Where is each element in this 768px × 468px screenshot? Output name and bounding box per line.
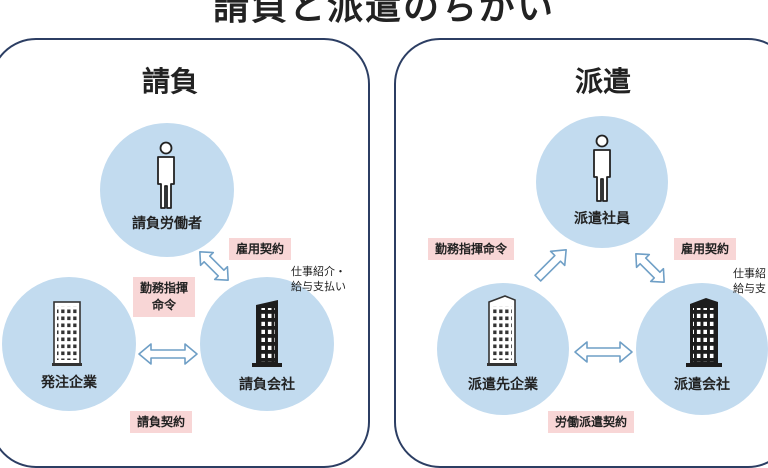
double-arrow-icon bbox=[574, 341, 633, 363]
orderer-company-label: 発注企業 bbox=[41, 375, 97, 391]
ukeoi-heading: 請負 bbox=[142, 65, 199, 98]
haken-agency-label: 派遣会社 bbox=[674, 377, 730, 393]
left-ukeoi-contract-tag: 請負契約 bbox=[130, 411, 193, 433]
page-title: 請負と派遣のちがい bbox=[212, 0, 555, 28]
client-company-label: 派遣先企業 bbox=[468, 377, 538, 393]
office-building-icon bbox=[52, 301, 82, 366]
ukeoi-worker-label: 請負労働者 bbox=[132, 216, 202, 232]
left-job-pay-note: 仕事紹介・ 給与支払い bbox=[291, 265, 346, 293]
office-building-icon bbox=[487, 295, 517, 366]
right-haken-contract-tag: 労働派遣契約 bbox=[548, 411, 635, 433]
right-employment-contract-tag: 雇用契約 bbox=[674, 238, 737, 260]
left-employment-contract-tag: 雇用契約 bbox=[229, 238, 292, 260]
double-arrow-icon bbox=[635, 253, 665, 283]
dark-building-icon bbox=[252, 300, 282, 367]
arrow-up-right-icon bbox=[534, 249, 567, 282]
haken-worker-label: 派遣社員 bbox=[574, 211, 630, 227]
dark-building-icon bbox=[686, 298, 722, 367]
haken-heading: 派遣 bbox=[575, 65, 632, 98]
right-job-pay-note: 仕事紹 給与支 bbox=[733, 267, 766, 295]
diagram-graphics bbox=[52, 134, 722, 367]
right-command-tag: 勤務指揮命令 bbox=[428, 238, 515, 260]
left-command-tag: 勤務指揮 命令 bbox=[133, 277, 196, 317]
ukeoi-company-label: 請負会社 bbox=[239, 377, 295, 393]
double-arrow-icon bbox=[138, 343, 198, 365]
person-icon bbox=[157, 141, 175, 209]
person-icon bbox=[593, 134, 611, 202]
double-arrow-icon bbox=[199, 251, 229, 281]
